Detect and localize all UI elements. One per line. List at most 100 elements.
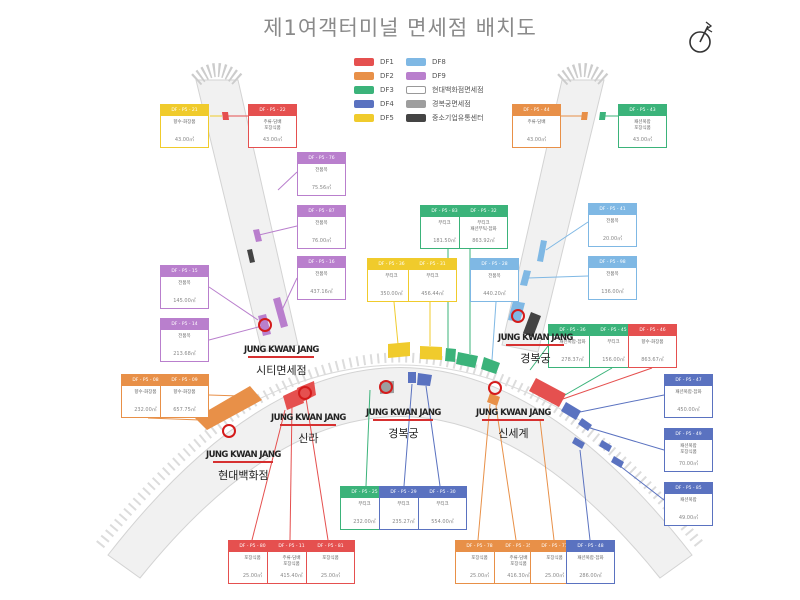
store-area: 156.00㎡ xyxy=(602,357,625,363)
duty-free-operator-name: 경복궁 xyxy=(520,352,551,365)
store-id: DF - P5 - 85 xyxy=(665,483,712,494)
store-type: 패션복합 xyxy=(680,498,697,503)
store-type: 포장식품 xyxy=(471,556,488,561)
shop-unit xyxy=(195,386,262,430)
page-title: 제1여객터미널 면세점 배치도 xyxy=(263,16,537,40)
store-area: 863.92㎡ xyxy=(472,238,495,244)
store-id: DF - P5 - 14 xyxy=(161,319,208,330)
location-marker-circle xyxy=(222,424,236,438)
store-id: DF - P5 - 36 xyxy=(549,325,596,336)
store-area: 181.50㎡ xyxy=(433,238,456,244)
store-area: 49.00㎡ xyxy=(678,515,699,521)
legend-swatch xyxy=(406,71,426,80)
store-id: DF - P5 - 35 xyxy=(495,541,542,552)
leader-line xyxy=(425,385,441,487)
store-type: 전품목 xyxy=(315,221,328,226)
store-id: DF - P5 - 76 xyxy=(298,153,345,164)
brand-name: JUNG KWAN JANG xyxy=(271,413,346,423)
shop-unit xyxy=(578,418,592,431)
right-pier-gates xyxy=(557,63,609,86)
store-id: DF - P5 - 83 xyxy=(421,206,468,217)
store-type: 부티크 xyxy=(438,221,451,226)
store-id: DF - P5 - 21 xyxy=(161,105,208,116)
leader-line xyxy=(559,367,653,401)
duty-free-operator-name: 신라 xyxy=(298,432,319,445)
legend-label: 현대백화점면세점 xyxy=(432,85,484,94)
store-type: 패션복합 포장식품 xyxy=(634,120,651,131)
brand-name: JUNG KWAN JANG xyxy=(366,408,441,418)
brand-underline xyxy=(213,461,274,463)
store-type: 부티크 xyxy=(426,274,439,279)
legend-swatch xyxy=(406,85,426,94)
store-type: 전품목 xyxy=(315,272,328,277)
store-info-box: DF - P5 - 32 부티크 패션부틱·잡화 863.92㎡ xyxy=(459,205,508,249)
shop-unit xyxy=(456,352,478,368)
store-id: DF - P5 - 09 xyxy=(161,375,208,386)
legend-label: 경복궁면세점 xyxy=(432,99,471,108)
leader-line xyxy=(579,449,591,541)
leader-line xyxy=(208,325,263,341)
store-area: 25.00㎡ xyxy=(242,573,263,579)
duty-free-operator-name: 경복궁 xyxy=(388,427,419,440)
legend-label: DF3 xyxy=(380,85,394,94)
store-id: DF - P5 - 77 xyxy=(531,541,578,552)
legend-label: DF5 xyxy=(380,113,394,122)
legend-label: DF2 xyxy=(380,71,394,80)
shop-unit xyxy=(599,440,612,452)
shop-unit xyxy=(417,373,432,386)
duty-free-operator-name: 현대백화점 xyxy=(218,469,269,482)
store-id: DF - P5 - 15 xyxy=(161,266,208,277)
store-id: DF - P5 - 16 xyxy=(298,257,345,268)
left-pier xyxy=(195,79,299,353)
leader-line xyxy=(147,417,201,421)
store-type: 주류·담배 포장식품 xyxy=(509,556,528,567)
leader-line xyxy=(258,225,298,236)
shop-unit xyxy=(599,112,606,120)
leader-line xyxy=(619,465,665,501)
store-area: 20.00㎡ xyxy=(602,236,623,242)
store-area: 456.44㎡ xyxy=(421,291,444,297)
store-id: DF - P5 - 98 xyxy=(589,257,636,268)
legend-item: DF1 xyxy=(354,56,394,67)
store-area: 25.00㎡ xyxy=(469,573,490,579)
leader-line xyxy=(495,405,517,541)
leader-line xyxy=(251,409,286,541)
store-area: 554.00㎡ xyxy=(431,519,454,525)
store-id: DF - P5 - 46 xyxy=(629,325,676,336)
shop-unit xyxy=(529,378,566,407)
legend-swatch xyxy=(354,71,374,80)
store-area: 232.00㎡ xyxy=(134,407,157,413)
store-type: 전품목 xyxy=(606,272,619,277)
store-type: 주류·담배 xyxy=(527,120,546,125)
legend-label: DF1 xyxy=(380,57,394,66)
store-type: 부티크 xyxy=(397,502,410,507)
store-id: DF - P5 - 36 xyxy=(368,259,415,270)
store-type: 부티크 패션부틱·잡화 xyxy=(470,221,497,232)
store-area: 43.00㎡ xyxy=(262,137,283,143)
leader-line xyxy=(564,367,613,396)
leader-line xyxy=(545,221,589,251)
store-id: DF - P5 - 47 xyxy=(665,375,712,386)
legend-label: DF9 xyxy=(432,71,446,80)
brand-label: JUNG KWAN JANG 경복궁 xyxy=(366,408,441,441)
store-id: DF - P5 - 22 xyxy=(249,105,296,116)
shop-unit xyxy=(481,357,500,374)
store-id: DF - P5 - 44 xyxy=(513,105,560,116)
duty-free-operator-name: 신세계 xyxy=(498,427,529,440)
store-id: DF - P5 - 32 xyxy=(460,206,507,217)
store-type: 패션복합·잡화 xyxy=(559,340,586,345)
store-area: 75.56㎡ xyxy=(311,185,332,191)
store-id: DF - P5 - 08 xyxy=(122,375,169,386)
store-area: 43.00㎡ xyxy=(632,137,653,143)
store-id: DF - P5 - 81 xyxy=(307,541,354,552)
store-area: 43.00㎡ xyxy=(526,137,547,143)
